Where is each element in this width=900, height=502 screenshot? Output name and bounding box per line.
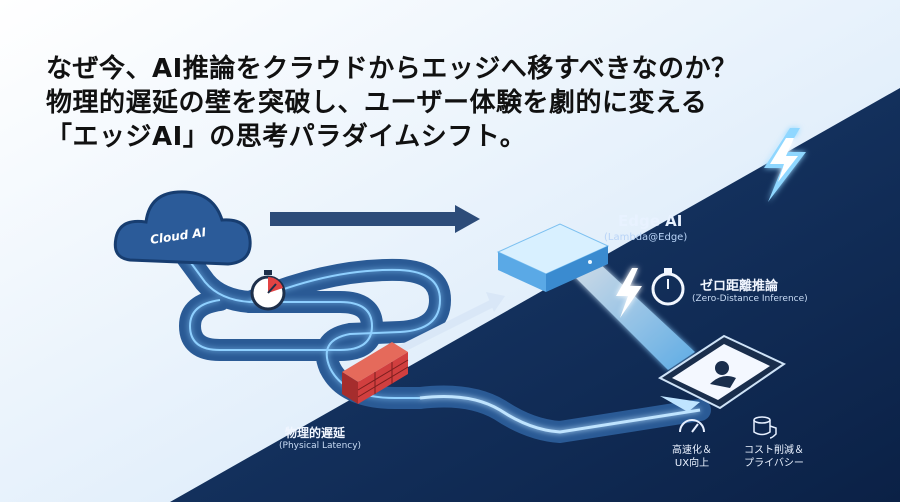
shield-database-icon [753,416,777,439]
smartphone-icon [657,334,787,410]
benefit-cost-line1: コスト削減＆ [744,445,804,456]
edge-ai-title: Edge AI [618,212,683,230]
benefit-speed: 高速化＆ UX向上 [672,444,712,470]
road-arrow-icon [660,396,700,412]
physical-latency-title: 物理的遅延 [285,426,346,440]
stopwatch-icon [250,270,286,311]
zero-distance-subtitle: (Zero-Distance Inference) [692,294,808,304]
title-line-2: 物理的遅延の壁を突破し、ユーザー体験を劇的に変える [46,88,708,118]
benefit-speed-line1: 高速化＆ [672,445,712,456]
cloud-icon [113,190,252,266]
server-box-icon [496,223,610,292]
page-title: なぜ今、AI推論をクラウドからエッジへ移すべきなのか？ 物理的遅延の壁を突破し、… [46,52,806,154]
physical-latency-subtitle: (Physical Latency) [279,441,362,451]
lightning-bolt-icon [616,268,642,318]
zero-stopwatch-icon [651,268,685,306]
title-line-1: なぜ今、AI推論をクラウドからエッジへ移すべきなのか？ [46,54,738,84]
lightning-top-icon [764,128,806,202]
title-line-3: 「エッジAI」の思考パラダイムシフト。 [46,122,527,152]
benefit-speed-line2: UX向上 [674,458,710,469]
benefit-cost-line2: プライバシー [744,458,804,469]
brick-wall-icon [342,342,409,404]
benefit-cost: コスト削減＆ プライバシー [744,444,804,470]
zero-distance-title: ゼロ距離推論 [700,279,779,294]
upward-arrow-icon [393,292,505,356]
direct-path-arrow-icon [270,205,480,233]
edge-ai-subtitle: (Lambda@Edge) [604,232,688,243]
winding-road [169,237,711,444]
light-beam [560,250,695,370]
speedometer-icon [679,419,705,433]
